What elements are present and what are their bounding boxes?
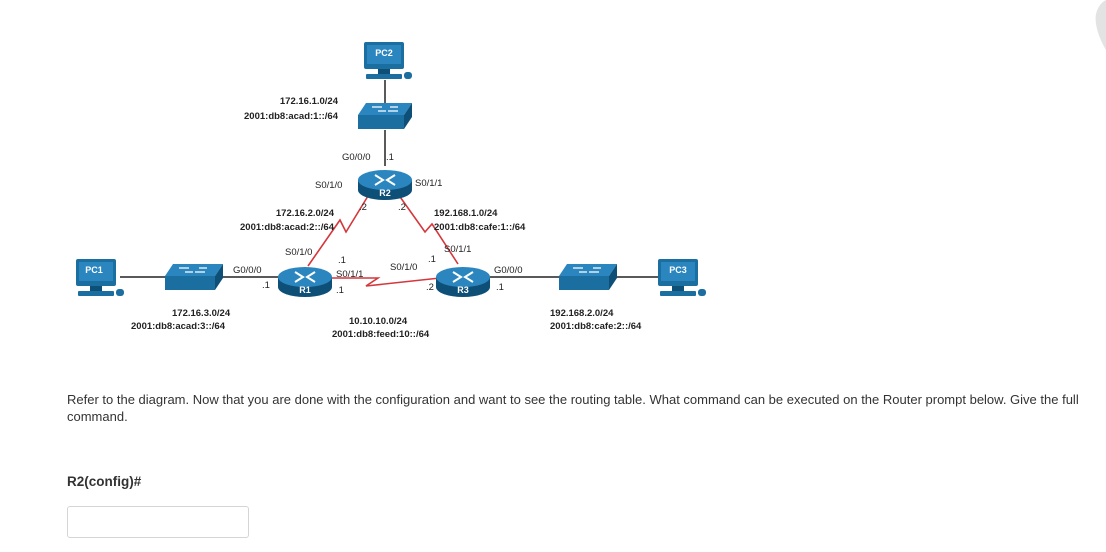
network-ipv6-label: 2001:db8:acad:2::/64 [240,222,335,233]
pc-icon: PC3 [658,259,706,296]
interface-label: G0/0/0 [342,152,371,163]
interface-label: S0/1/1 [444,244,471,255]
router-r1-icon: R1 [278,267,332,297]
ethernet-links [120,80,660,278]
router-r2-icon: R2 [358,170,412,200]
network-ipv6-label: 2001:db8:acad:3::/64 [131,321,226,332]
pc-icon: PC1 [76,259,124,296]
pc-icon: PC2 [364,42,412,79]
switch-icon [358,103,412,129]
host-address-label: .1 [336,285,344,296]
router-prompt-label: R2(config)# [67,474,142,489]
interface-label: G0/0/0 [233,265,262,276]
host-address-label: .1 [428,254,436,265]
network-ipv4-label: 172.16.3.0/24 [172,308,231,319]
interface-label: S0/1/1 [415,178,442,189]
network-ipv4-label: 10.10.10.0/24 [349,316,408,327]
r1-label: R1 [299,285,311,295]
interface-label: G0/0/0 [494,265,523,276]
serial-link-r2-r3 [397,193,459,265]
network-ipv6-label: 2001:db8:cafe:2::/64 [550,321,642,332]
network-ipv6-label: 2001:db8:acad:1::/64 [244,111,339,122]
host-address-label: .1 [262,280,270,291]
network-ipv4-label: 172.16.1.0/24 [280,96,339,107]
pc3-label: PC3 [669,265,687,275]
network-topology-diagram: PC2 PC1 PC3 [76,42,706,340]
serial-links [307,193,459,287]
r2-label: R2 [379,188,391,198]
serial-link-r1-r2 [307,195,369,267]
host-address-label: .2 [359,202,367,213]
network-ipv6-label: 2001:db8:cafe:1::/64 [434,222,526,233]
host-address-label: .1 [496,282,504,293]
answer-input[interactable] [67,506,249,538]
host-address-label: .1 [338,255,346,266]
serial-link-r1-r3 [330,277,441,287]
host-address-label: .1 [386,152,394,163]
pc1-label: PC1 [85,265,103,275]
pc2-label: PC2 [375,48,393,58]
interface-label: S0/1/1 [336,269,363,280]
network-ipv4-label: 192.168.2.0/24 [550,308,614,319]
corner-decoration-shape [1095,0,1106,50]
question-text: Refer to the diagram. Now that you are d… [67,392,1079,424]
r3-label: R3 [457,285,469,295]
network-ipv4-label: 192.168.1.0/24 [434,208,498,219]
interface-label: S0/1/0 [315,180,342,191]
switch-icon [559,264,617,290]
switch-icon [165,264,223,290]
router-r3-icon: R3 [436,267,490,297]
host-address-label: .2 [426,282,434,293]
interface-label: S0/1/0 [390,262,417,273]
host-address-label: .2 [398,202,406,213]
interface-label: S0/1/0 [285,247,312,258]
network-ipv6-label: 2001:db8:feed:10::/64 [332,329,430,340]
network-ipv4-label: 172.16.2.0/24 [276,208,335,219]
